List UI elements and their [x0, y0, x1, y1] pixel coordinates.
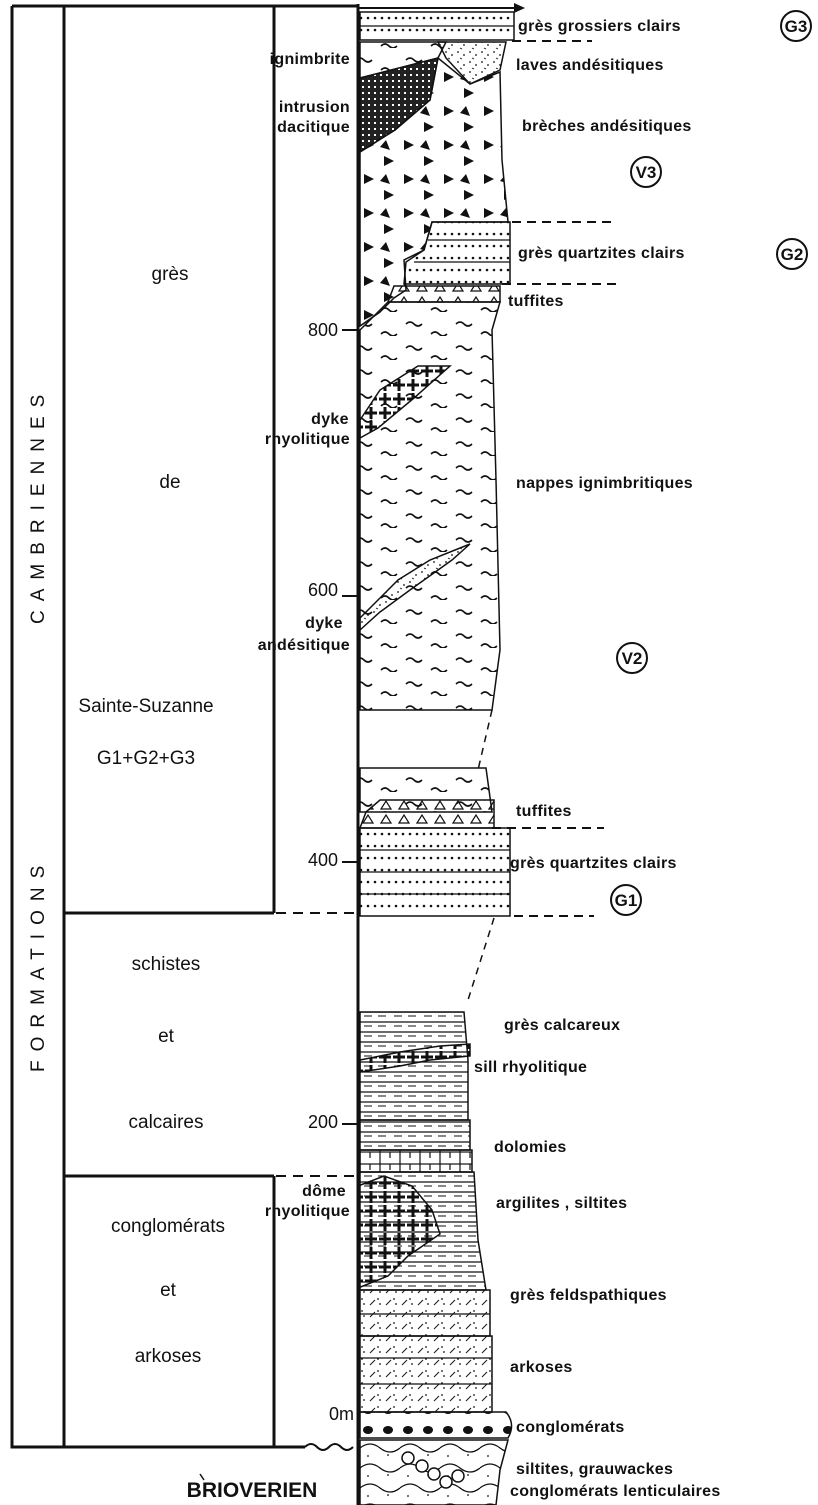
side-labels: CAMBRIENNES FORMATIONS	[28, 386, 49, 1072]
formation-et-2: et	[160, 1280, 177, 1301]
left-label-dome-1: dôme	[302, 1183, 346, 1200]
unit-code-g2: G2	[781, 245, 804, 264]
left-label-intrusion-1: intrusion	[279, 99, 350, 116]
formation-calcaires: calcaires	[129, 1112, 204, 1133]
formation-schistes: schistes	[132, 954, 201, 975]
layer-dolomies	[360, 1150, 472, 1172]
right-label-dolomies: dolomies	[494, 1139, 567, 1156]
right-label-arkoses: arkoses	[510, 1359, 573, 1376]
unit-code-v2: V2	[622, 649, 643, 668]
left-label-ignimbrite: ignimbrite	[270, 51, 350, 68]
left-annotations: ignimbrite intrusion dacitique dyke rhyo…	[258, 51, 350, 1220]
depth-tick-0m: 0m	[329, 1404, 354, 1424]
depth-tick-600: 600	[308, 580, 338, 600]
right-label-gres-quartzites-g2: grès quartzites clairs	[518, 245, 685, 262]
right-label-nappes-ignimbritiques: nappes ignimbritiques	[516, 475, 693, 492]
formation-g-combo: G1+G2+G3	[97, 748, 195, 769]
right-label-conglomerats-lenticulaires: conglomérats lenticulaires	[510, 1483, 721, 1500]
unit-code-g3: G3	[785, 17, 808, 36]
unit-code-g1: G1	[615, 891, 638, 910]
depth-tick-200: 200	[308, 1112, 338, 1132]
right-label-sill-rhyolitique: sill rhyolitique	[474, 1059, 587, 1076]
right-label-gres-feldspathiques: grès feldspathiques	[510, 1287, 667, 1304]
layer-nappes-ignimbritiques	[360, 302, 500, 710]
right-label-siltites: siltites, grauwackes	[516, 1461, 673, 1478]
right-label-breches-andesitiques: brèches andésitiques	[522, 118, 692, 135]
left-label-intrusion-2: dacitique	[277, 119, 350, 136]
layer-tuffites-upper	[388, 286, 500, 302]
formation-names: grès de Sainte-Suzanne G1+G2+G3 schistes…	[78, 264, 317, 1502]
depth-tick-400: 400	[308, 850, 338, 870]
left-label-dome-2: rhyolitique	[265, 1203, 350, 1220]
left-label-dyke-rhyolitique-1: dyke	[311, 411, 349, 428]
formation-de: de	[159, 472, 180, 493]
lithology-column	[358, 12, 514, 1505]
right-label-tuffites-2: tuffites	[516, 803, 572, 820]
right-annotations: grès grossiers clairs laves andésitiques…	[474, 18, 721, 1500]
left-label-dyke-andesitique-1: dyke	[305, 615, 343, 632]
formation-brioverien: BRIOVERIEN	[187, 1479, 318, 1502]
right-label-gres-quartzites-g1: grès quartzites clairs	[510, 855, 677, 872]
layer-gres-feldspathiques	[360, 1290, 490, 1336]
left-label-dyke-andesitique-2: andésitique	[258, 637, 350, 654]
right-label-gres-grossiers: grès grossiers clairs	[518, 18, 681, 35]
right-label-gres-calcareux: grès calcareux	[504, 1017, 620, 1034]
formation-gres: grès	[152, 264, 189, 285]
formation-et-1: et	[158, 1026, 175, 1047]
unit-codes: G3 V3 G2 V2 G1	[611, 11, 811, 915]
layer-conglomerats	[360, 1412, 512, 1438]
layer-arkoses	[360, 1336, 492, 1412]
formation-sainte-suzanne: Sainte-Suzanne	[78, 696, 213, 717]
depth-ticks: 800 600 400 200 0m	[308, 320, 358, 1424]
formation-conglomerats: conglomérats	[111, 1216, 225, 1237]
side-label-cambriennes: CAMBRIENNES	[28, 386, 49, 624]
right-label-laves-andesitiques: laves andésitiques	[516, 57, 664, 74]
formation-arkoses: arkoses	[135, 1346, 202, 1367]
left-label-dyke-rhyolitique-2: rhyolitique	[265, 431, 350, 448]
side-label-formations: FORMATIONS	[28, 857, 49, 1072]
right-label-tuffites-1: tuffites	[508, 293, 564, 310]
depth-tick-800: 800	[308, 320, 338, 340]
right-label-conglomerats: conglomérats	[516, 1419, 625, 1436]
right-label-argilites: argilites , siltites	[496, 1195, 627, 1212]
unit-code-v3: V3	[636, 163, 657, 182]
